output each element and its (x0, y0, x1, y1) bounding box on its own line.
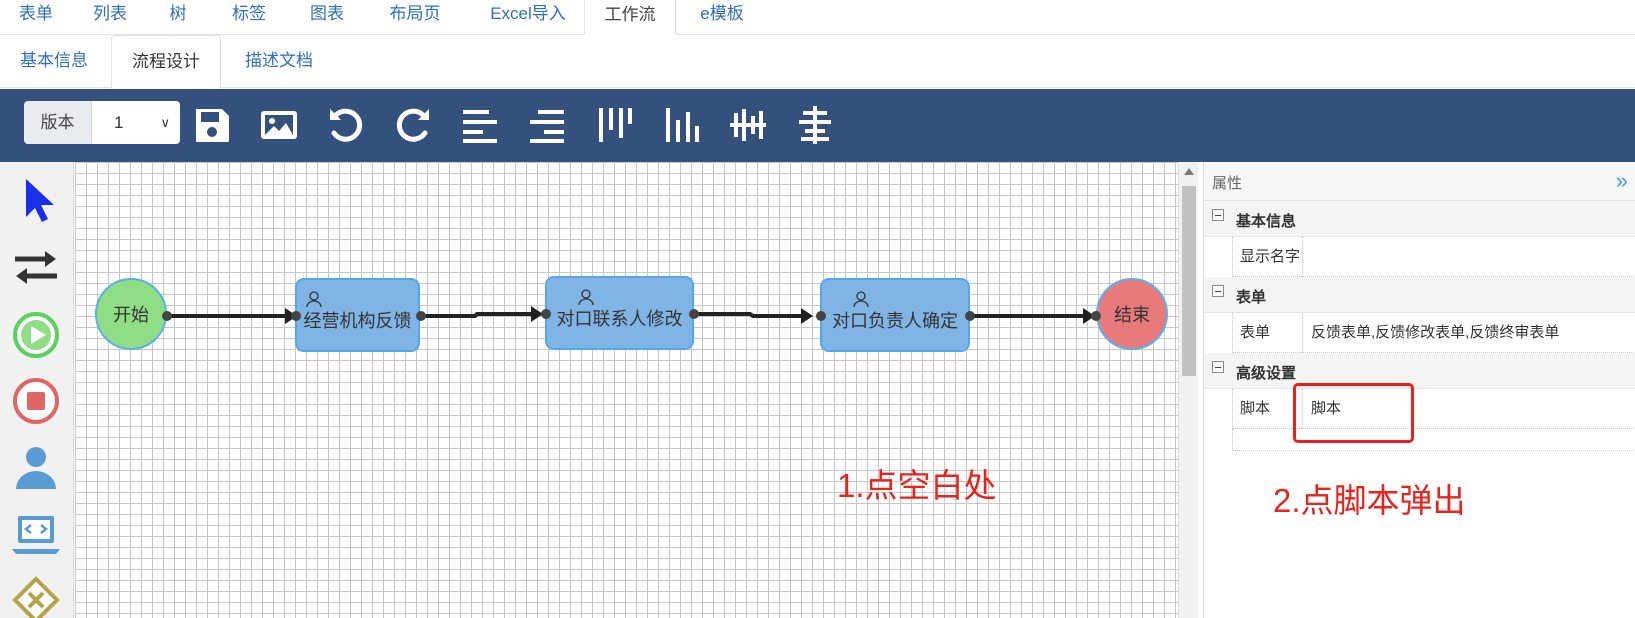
scroll-thumb[interactable] (1182, 186, 1196, 376)
property-group-title: 表单 (1236, 289, 1267, 306)
scroll-up-arrow-icon[interactable] (1184, 168, 1194, 175)
version-value: 1 (114, 113, 124, 132)
user-icon (853, 291, 869, 308)
align-left-icon[interactable] (456, 101, 504, 149)
tab-list[interactable]: 列表 (93, 4, 127, 23)
property-group-title: 基本信息 (1236, 213, 1297, 230)
task-node-label: 经营机构反馈 (303, 311, 412, 331)
align-center-vertical-icon[interactable] (791, 101, 839, 149)
chevron-down-icon: ∨ (160, 115, 170, 130)
pointer-icon[interactable] (8, 172, 64, 228)
gateway-icon[interactable] (8, 572, 64, 618)
collapse-toggle-icon[interactable] (1212, 285, 1224, 297)
redo-icon[interactable] (389, 101, 437, 149)
properties-title: 属性 (1212, 175, 1243, 192)
transition-icon[interactable] (8, 239, 64, 295)
tab-flow-design[interactable]: 流程设计 (111, 35, 221, 89)
user-icon (306, 291, 322, 308)
start-event-icon[interactable] (8, 307, 64, 363)
tab-e-template[interactable]: e模板 (700, 4, 744, 23)
sub-tab-bar: 基本信息 流程设计 描述文档 (0, 35, 1635, 89)
tab-workflow[interactable]: 工作流 (584, 0, 676, 35)
task-node-label: 对口负责人确定 (832, 311, 958, 331)
shape-palette (0, 162, 74, 618)
properties-header: 属性 » (1204, 162, 1635, 201)
version-selector: 版本 1 ∨ (24, 101, 180, 144)
tab-label[interactable]: 标签 (232, 4, 266, 23)
align-bottom-icon[interactable] (657, 101, 705, 149)
task-node-port-in[interactable] (541, 309, 551, 319)
undo-icon[interactable] (322, 101, 370, 149)
top-tab-bar: 表单 列表 树 标签 图表 布局页 Excel导入 工作流 e模板 (0, 0, 1635, 35)
double-chevron-right-icon[interactable]: » (1615, 168, 1628, 193)
property-value[interactable]: 反馈表单,反馈修改表单,反馈终审表单 (1311, 324, 1560, 341)
property-name: 脚本 (1233, 389, 1303, 429)
property-name: 表单 (1233, 313, 1303, 353)
property-group[interactable]: 基本信息 (1204, 201, 1635, 237)
property-row-empty (1232, 429, 1635, 451)
designer-toolbar: 版本 1 ∨ (0, 89, 1635, 162)
task-node-port-in[interactable] (816, 311, 826, 321)
annotation-step2: 2.点脚本弹出 (1273, 482, 1466, 519)
end-node-port[interactable] (1091, 311, 1101, 321)
version-label: 版本 (24, 101, 92, 144)
collapse-toggle-icon[interactable] (1212, 361, 1224, 373)
start-node[interactable]: 开始 (95, 278, 167, 350)
tab-description-doc[interactable]: 描述文档 (245, 51, 313, 70)
start-node-label: 开始 (113, 305, 149, 325)
tab-excel-import[interactable]: Excel导入 (490, 4, 566, 23)
tab-tree[interactable]: 树 (169, 4, 187, 23)
canvas-scrollbar[interactable] (1178, 162, 1198, 618)
align-right-icon[interactable] (523, 101, 571, 149)
property-row[interactable]: 显示名字 (1232, 237, 1635, 277)
end-node[interactable]: 结束 (1096, 278, 1168, 350)
property-name: 显示名字 (1233, 237, 1303, 277)
version-dropdown[interactable]: 1 ∨ (92, 101, 180, 144)
image-icon[interactable] (255, 101, 303, 149)
task-node[interactable]: 经营机构反馈 (295, 278, 420, 352)
task-node-port-out[interactable] (689, 309, 699, 319)
property-group[interactable]: 高级设置 (1204, 353, 1635, 389)
collapse-toggle-icon[interactable] (1212, 209, 1224, 221)
script-highlight-box (1293, 383, 1414, 443)
align-top-icon[interactable] (590, 101, 638, 149)
task-node-label: 对口联系人修改 (556, 309, 683, 329)
user-icon (578, 289, 594, 306)
flow-connectors (171, 306, 1095, 324)
property-group[interactable]: 表单 (1204, 277, 1635, 313)
align-middle-horizontal-icon[interactable] (724, 101, 772, 149)
properties-panel: 属性 » 基本信息 显示名字 表单 表单 反馈表单,反馈修改表单,反馈终审表单 … (1203, 162, 1635, 618)
tab-layout-page[interactable]: 布局页 (389, 4, 441, 23)
tab-form[interactable]: 表单 (19, 4, 53, 23)
diagram-canvas[interactable]: 开始 经营机构反馈 对口联系人修改 对口负责人确定 结束 1.点空白处 (75, 162, 1178, 618)
task-node-port-out[interactable] (416, 311, 426, 321)
task-node-port-out[interactable] (965, 311, 975, 321)
script-task-icon[interactable] (8, 506, 64, 562)
task-node[interactable]: 对口负责人确定 (820, 278, 970, 352)
end-node-label: 结束 (1114, 305, 1150, 325)
annotation-step1: 1.点空白处 (837, 467, 997, 504)
task-node-port-in[interactable] (291, 311, 301, 321)
property-group-title: 高级设置 (1236, 365, 1297, 382)
start-node-port[interactable] (162, 311, 172, 321)
save-icon[interactable] (188, 101, 236, 149)
script-value[interactable]: 脚本 (1311, 400, 1342, 417)
property-row[interactable]: 脚本 脚本 (1232, 389, 1635, 429)
user-task-icon[interactable] (8, 440, 64, 496)
task-node[interactable]: 对口联系人修改 (545, 276, 694, 350)
end-event-icon[interactable] (8, 373, 64, 429)
property-row[interactable]: 表单 反馈表单,反馈修改表单,反馈终审表单 (1232, 313, 1635, 353)
tab-chart[interactable]: 图表 (310, 4, 344, 23)
tab-basic-info[interactable]: 基本信息 (20, 51, 88, 70)
